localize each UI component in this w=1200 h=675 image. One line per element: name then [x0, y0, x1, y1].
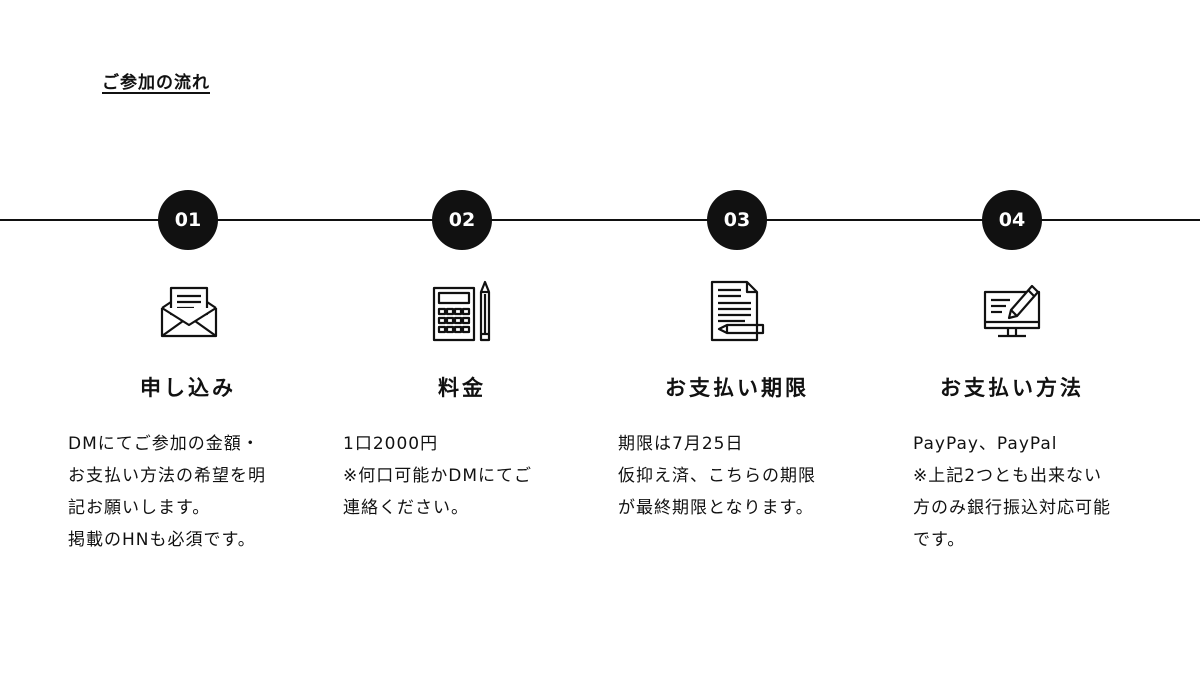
step-2-description: 1口2000円 ※何口可能かDMにてご 連絡ください。 [343, 428, 593, 524]
step-4-description: PayPay、PayPal ※上記2つとも出来ない 方のみ銀行振込対応可能 です… [913, 428, 1163, 556]
step-1-line: DMにてご参加の金額・ [68, 434, 260, 454]
page-heading: ご参加の流れ [102, 73, 210, 93]
step-3-line: 期限は7月25日 [618, 434, 744, 454]
step-4-number-badge: 04 [982, 190, 1042, 250]
step-2-title: 料金 [438, 376, 486, 400]
step-2-line: 1口2000円 [343, 434, 439, 454]
step-1-title: 申し込み [140, 376, 236, 400]
monitor-edit-icon [980, 278, 1046, 344]
step-1-description: DMにてご参加の金額・ お支払い方法の希望を明 記お願いします。 掲載のHNも必… [68, 428, 318, 556]
step-1-line: 記お願いします。 [68, 498, 211, 518]
envelope-icon [156, 278, 222, 344]
step-3-description: 期限は7月25日 仮抑え済、こちらの期限 が最終期限となります。 [618, 428, 868, 524]
step-4-line: 方のみ銀行振込対応可能 [913, 498, 1111, 518]
step-2-number-badge: 02 [432, 190, 492, 250]
step-1-line: 掲載のHNも必須です。 [68, 530, 256, 550]
step-2-line: ※何口可能かDMにてご [343, 466, 533, 486]
step-4-title: お支払い方法 [940, 376, 1084, 400]
step-1-line: お支払い方法の希望を明 [68, 466, 266, 486]
calculator-icon [430, 278, 496, 344]
step-4-line: ※上記2つとも出来ない [913, 466, 1103, 486]
step-4-line: です。 [913, 530, 966, 550]
step-2-line: 連絡ください。 [343, 498, 469, 518]
step-1-number-badge: 01 [158, 190, 218, 250]
step-3-line: 仮抑え済、こちらの期限 [618, 466, 816, 486]
timeline-line [0, 219, 1200, 221]
document-pen-icon [705, 278, 771, 344]
step-3-number-badge: 03 [707, 190, 767, 250]
step-3-title: お支払い期限 [665, 376, 809, 400]
step-4-line: PayPay、PayPal [913, 434, 1058, 454]
step-3-line: が最終期限となります。 [618, 498, 814, 518]
